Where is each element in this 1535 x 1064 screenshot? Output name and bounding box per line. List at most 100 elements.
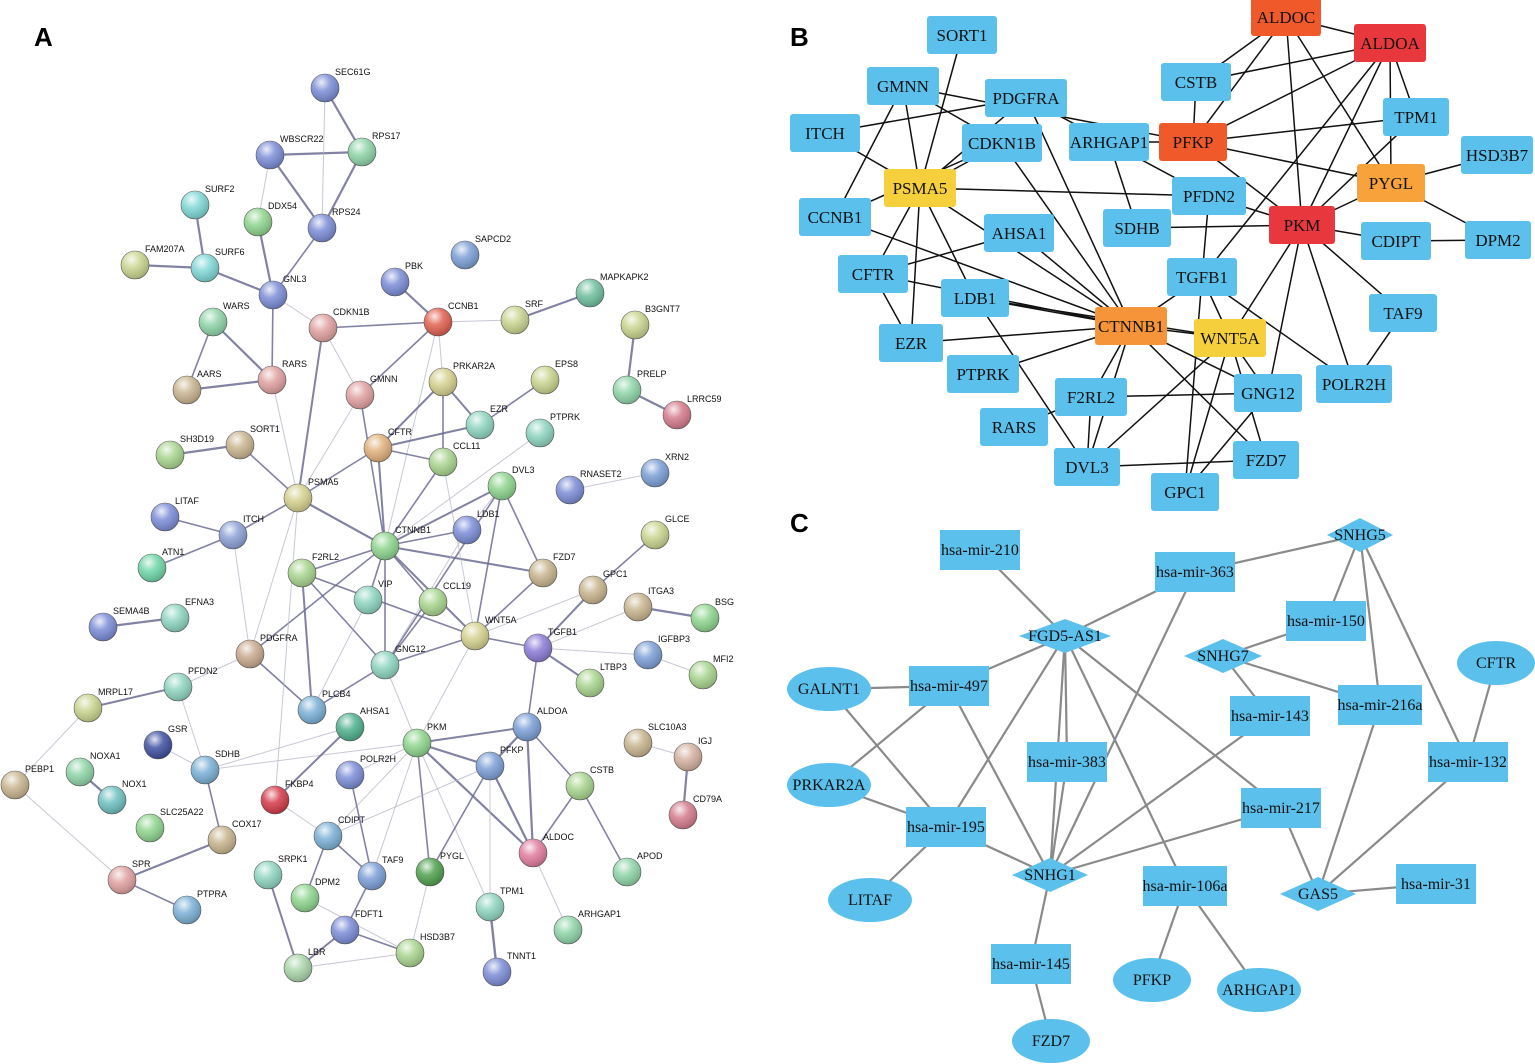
- node-ahsa1[interactable]: AHSA1: [335, 706, 390, 742]
- node-pdgfra[interactable]: PDGFRA: [985, 79, 1067, 117]
- node-fgd5-as1[interactable]: FGD5-AS1: [1019, 619, 1111, 653]
- node-sdhb[interactable]: SDHB: [1103, 209, 1171, 247]
- node-hsd3b7[interactable]: HSD3B7: [1461, 136, 1533, 174]
- node-slc25a22[interactable]: SLC25A22: [135, 807, 204, 843]
- node-plcb4[interactable]: PLCB4: [297, 689, 351, 725]
- node-efna3[interactable]: EFNA3: [160, 597, 214, 633]
- node-gas5[interactable]: GAS5: [1280, 877, 1356, 911]
- node-prkar2a[interactable]: PRKAR2A: [428, 361, 495, 397]
- node-cox17[interactable]: COX17: [207, 819, 262, 855]
- node-rps17[interactable]: RPS17: [347, 131, 401, 167]
- node-tgfb1[interactable]: TGFB1: [1167, 258, 1237, 296]
- node-cdkn1b[interactable]: CDKN1B: [962, 124, 1042, 162]
- node-litaf[interactable]: LITAF: [828, 878, 912, 922]
- node-gpc1[interactable]: GPC1: [1151, 473, 1219, 511]
- node-rps24[interactable]: RPS24: [307, 207, 361, 243]
- node-slc10a3[interactable]: SLC10A3: [623, 722, 687, 758]
- node-gng12[interactable]: GNG12: [1234, 374, 1302, 412]
- node-vip[interactable]: VIP: [353, 579, 393, 615]
- node-pfkp[interactable]: PFKP: [475, 745, 524, 781]
- node-cstb[interactable]: CSTB: [1161, 63, 1231, 101]
- node-gpc1[interactable]: GPC1: [578, 569, 628, 605]
- node-f2rl2[interactable]: F2RL2: [287, 552, 339, 588]
- node-eps8[interactable]: EPS8: [530, 359, 578, 395]
- node-hsa-mir-31[interactable]: hsa-mir-31: [1396, 864, 1476, 904]
- node-mfi2[interactable]: MFI2: [688, 654, 734, 690]
- node-polr2h[interactable]: POLR2H: [335, 754, 396, 790]
- node-hsa-mir-106a[interactable]: hsa-mir-106a: [1143, 866, 1228, 906]
- node-arhgap1[interactable]: ARHGAP1: [1217, 968, 1301, 1012]
- node-itch[interactable]: ITCH: [790, 114, 860, 152]
- node-cstb[interactable]: CSTB: [565, 765, 614, 801]
- node-arhgap1[interactable]: ARHGAP1: [1069, 123, 1149, 161]
- node-pfkp[interactable]: PFKP: [1159, 123, 1227, 161]
- node-snhg7[interactable]: SNHG7: [1184, 639, 1262, 673]
- node-aldoa[interactable]: ALDOA: [1354, 24, 1426, 62]
- node-ezr[interactable]: EZR: [465, 404, 509, 440]
- node-arhgap1[interactable]: ARHGAP1: [553, 909, 621, 945]
- node-ccl19[interactable]: CCL19: [418, 581, 471, 617]
- node-pbk[interactable]: PBK: [380, 261, 423, 297]
- node-gng12[interactable]: GNG12: [370, 644, 426, 680]
- node-cftr[interactable]: CFTR: [363, 427, 412, 463]
- node-ptprk[interactable]: PTPRK: [525, 412, 580, 448]
- node-wars[interactable]: WARS: [198, 301, 250, 337]
- node-hsa-mir-150[interactable]: hsa-mir-150: [1286, 601, 1366, 641]
- node-dvl3[interactable]: DVL3: [487, 465, 535, 501]
- node-glce[interactable]: GLCE: [640, 514, 690, 550]
- node-srpk1[interactable]: SRPK1: [253, 854, 308, 890]
- node-tgfb1[interactable]: TGFB1: [523, 627, 577, 663]
- node-lrrc59[interactable]: LRRC59: [662, 394, 722, 430]
- node-snhg1[interactable]: SNHG1: [1012, 858, 1088, 892]
- node-itch[interactable]: ITCH: [218, 514, 264, 550]
- node-prelp[interactable]: PRELP: [612, 369, 667, 405]
- node-sort1[interactable]: SORT1: [225, 424, 280, 460]
- node-atn1[interactable]: ATN1: [137, 547, 184, 583]
- node-rars[interactable]: RARS: [980, 408, 1048, 446]
- node-rars[interactable]: RARS: [257, 359, 307, 395]
- node-psma5[interactable]: PSMA5: [283, 477, 339, 513]
- node-sort1[interactable]: SORT1: [927, 16, 997, 54]
- node-ctnnb1[interactable]: CTNNB1: [1095, 307, 1167, 345]
- node-wnt5a[interactable]: WNT5A: [1194, 319, 1266, 357]
- node-b3gnt7[interactable]: B3GNT7: [620, 304, 680, 340]
- node-pdgfra[interactable]: PDGFRA: [235, 633, 298, 669]
- node-lbr[interactable]: LBR: [283, 947, 326, 983]
- node-surf6[interactable]: SURF6: [190, 247, 245, 283]
- node-aldoc[interactable]: ALDOC: [518, 832, 575, 868]
- node-bsg[interactable]: BSG: [690, 597, 734, 633]
- node-ahsa1[interactable]: AHSA1: [984, 214, 1054, 252]
- node-noxa1[interactable]: NOXA1: [65, 751, 121, 787]
- node-wbscr22[interactable]: WBSCR22: [255, 134, 324, 170]
- node-apod[interactable]: APOD: [612, 851, 663, 887]
- node-itga3[interactable]: ITGA3: [623, 586, 674, 622]
- node-sdhb[interactable]: SDHB: [190, 749, 240, 785]
- node-fzd7[interactable]: FZD7: [1012, 1019, 1090, 1063]
- node-ccl11[interactable]: CCL11: [428, 441, 480, 477]
- node-aldoc[interactable]: ALDOC: [1251, 0, 1321, 36]
- node-ptpra[interactable]: PTPRA: [172, 889, 227, 925]
- node-hsd3b7[interactable]: HSD3B7: [395, 932, 455, 968]
- node-cdipt[interactable]: CDIPT: [1361, 222, 1431, 260]
- node-dpm2[interactable]: DPM2: [290, 877, 340, 913]
- node-pebp1[interactable]: PEBP1: [0, 764, 54, 800]
- node-ctnnb1[interactable]: CTNNB1: [370, 525, 431, 561]
- node-ldb1[interactable]: LDB1: [452, 509, 500, 545]
- node-ezr[interactable]: EZR: [879, 324, 943, 362]
- node-gnl3[interactable]: GNL3: [258, 274, 307, 310]
- node-sec61g[interactable]: SEC61G: [310, 67, 371, 103]
- node-f2rl2[interactable]: F2RL2: [1055, 378, 1127, 416]
- node-dvl3[interactable]: DVL3: [1054, 448, 1120, 486]
- node-pkm[interactable]: PKM: [402, 722, 447, 758]
- node-ccnb1[interactable]: CCNB1: [423, 301, 479, 337]
- node-gmnn[interactable]: GMNN: [867, 67, 939, 105]
- node-igfbp3[interactable]: IGFBP3: [633, 634, 690, 670]
- node-spr[interactable]: SPR: [107, 859, 151, 895]
- node-psma5[interactable]: PSMA5: [884, 169, 956, 207]
- node-tpm1[interactable]: TPM1: [1383, 98, 1449, 136]
- node-pfkp[interactable]: PFKP: [1113, 958, 1191, 1002]
- node-taf9[interactable]: TAF9: [357, 855, 403, 891]
- node-wnt5a[interactable]: WNT5A: [460, 615, 517, 651]
- node-mapkapk2[interactable]: MAPKAPK2: [575, 272, 649, 308]
- node-hsa-mir-145[interactable]: hsa-mir-145: [991, 944, 1071, 984]
